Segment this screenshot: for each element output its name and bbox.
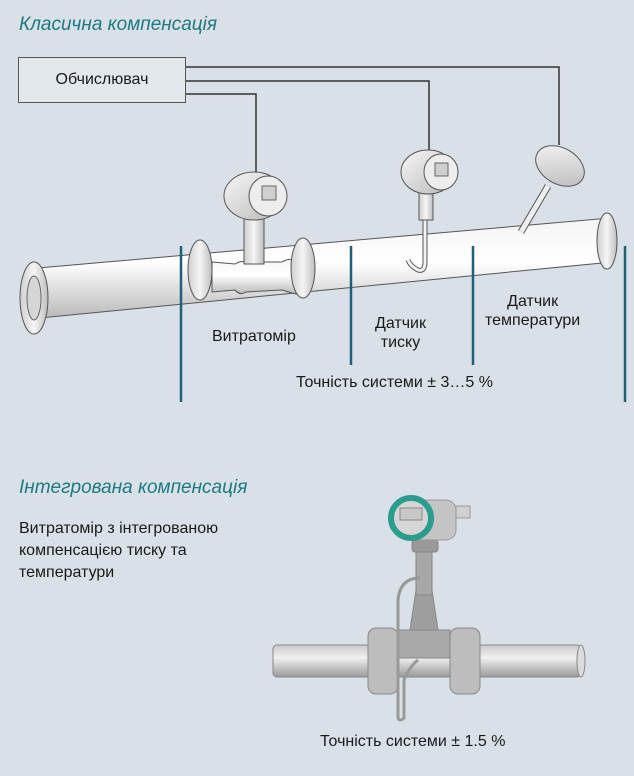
integrated-flange-left — [367, 627, 399, 695]
classic-section-title: Класична компенсація — [19, 14, 218, 35]
description-line-1: Витратомір з інтегрованою — [19, 520, 219, 537]
integrated-accuracy: Точність системи ± 1.5 % — [320, 733, 506, 750]
temperature-sensor-label: Датчик температури — [485, 292, 580, 330]
temperature-sensor-label-line2: температури — [485, 312, 581, 329]
flowmeter-flange-right — [290, 237, 316, 299]
pressure-sensor-label-line2: тиску — [380, 334, 421, 351]
pressure-sensor-label-line1: Датчик — [375, 315, 426, 332]
wire-pressure — [186, 80, 430, 150]
flowmeter-label: Витратомір — [212, 328, 296, 345]
right-end-flange — [596, 212, 618, 270]
flowmeter-flange-left — [187, 239, 213, 301]
pressure-sensor-label: Датчик тиску — [375, 314, 426, 352]
signal-wires — [186, 66, 560, 172]
classic-accuracy: Точність системи ± 3…5 % — [296, 374, 493, 391]
integrated-section-title: Інтегрована компенсація — [19, 477, 248, 498]
temperature-sensor-label-line1: Датчик — [507, 293, 559, 310]
computer-box: Обчислювач — [18, 57, 186, 103]
description-line-2: компенсацією тиску та — [19, 542, 187, 559]
integrated-impulse-line — [396, 576, 421, 722]
description-line-3: температури — [19, 564, 115, 581]
section-dividers — [179, 246, 627, 402]
temperature-sensor — [517, 145, 585, 234]
flowmeter-body — [211, 258, 297, 295]
wire-temperature — [186, 66, 560, 145]
pressure-sensor — [400, 149, 459, 273]
flowmeter-transmitter-head — [223, 171, 288, 221]
integrated-description: Витратомір з інтегрованою компенсацією т… — [19, 518, 279, 584]
integrated-flange-right — [449, 627, 481, 695]
integrated-diagram — [272, 495, 586, 722]
wire-flowmeter — [186, 93, 257, 172]
